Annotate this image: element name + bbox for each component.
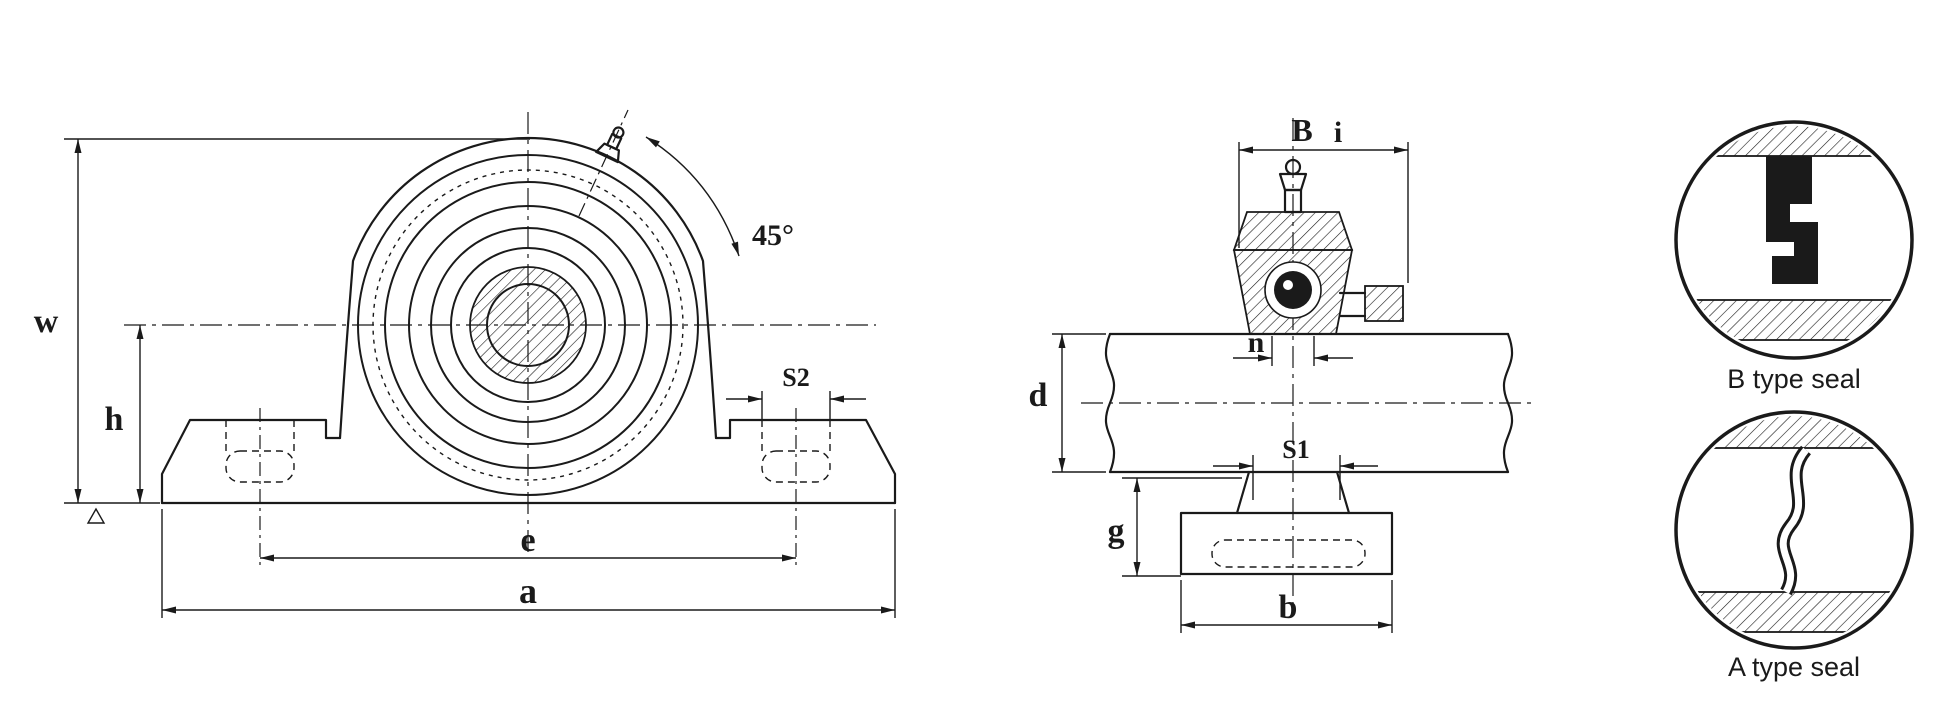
bolt-slot-right (761, 450, 831, 483)
arrowhead (782, 554, 796, 562)
dim-label-s1: S1 (1282, 435, 1309, 464)
dimension-d: d (1029, 333, 1106, 473)
bore-inner-circle (486, 283, 570, 367)
arrowhead (136, 325, 144, 339)
shaft-break-right (1502, 332, 1514, 474)
dimension-Bi: B i (1238, 112, 1409, 283)
outer-ring-od-circle (384, 181, 672, 469)
dim-label-a: a (519, 571, 537, 611)
dim-label-b: b (1279, 589, 1298, 626)
arrowhead (162, 606, 176, 614)
outer-ring-raceway-circle (408, 205, 648, 445)
bolt-slot-left (225, 450, 295, 483)
arrowhead (731, 241, 739, 256)
detail-circle-b (1674, 120, 1914, 360)
seal-groove-dashed-circle (372, 169, 684, 481)
fitting-tip (612, 126, 625, 139)
inner-ring-section (1680, 299, 1908, 341)
fitting-base (595, 142, 620, 164)
bolt-slot-side-hidden (1211, 539, 1366, 568)
arrowhead (136, 489, 144, 503)
b-seal-profile (1766, 156, 1818, 284)
seal-detail-a-type: A type seal (1674, 410, 1914, 682)
arrowhead (1239, 462, 1253, 470)
detail-circle-a (1674, 410, 1914, 650)
arrowhead (1340, 462, 1354, 470)
datum-triangle (86, 507, 106, 524)
seal-face-circle (430, 227, 626, 423)
dimension-w: w (34, 138, 530, 524)
arrowhead (748, 395, 762, 403)
dim-label-i: i (1334, 116, 1342, 149)
dim-label-e: e (520, 522, 535, 559)
arrowhead (1133, 478, 1141, 492)
dim-label-s2: S2 (782, 363, 809, 392)
dimension-h: h (105, 325, 144, 503)
angle-arc (645, 136, 740, 257)
inner-ring-face-circle (450, 247, 606, 403)
dimension-g: g (1108, 477, 1242, 577)
arrowhead (1258, 354, 1272, 362)
arrowhead (74, 489, 82, 503)
inner-ring-section (1680, 591, 1908, 633)
arrowhead (830, 395, 844, 403)
arrowhead (1133, 562, 1141, 576)
seal-caption-b: B type seal (1727, 364, 1861, 394)
dim-label-g: g (1108, 513, 1125, 550)
dimension-a: a (161, 509, 896, 618)
grease-fitting-front (595, 126, 625, 164)
arrowhead (1058, 458, 1066, 472)
housing-dome-outline (338, 136, 718, 440)
arrowhead (74, 139, 82, 153)
shaft-break-left (1104, 332, 1116, 474)
set-screw (1338, 285, 1404, 322)
dim-label-45deg: 45° (752, 219, 794, 252)
dimension-angle-45: 45° (645, 136, 794, 257)
arrowhead (646, 137, 660, 148)
dim-label-h: h (105, 401, 124, 438)
dim-label-w: w (34, 303, 59, 340)
pedestal-right-edge (1335, 470, 1351, 515)
arrowhead (1378, 621, 1392, 629)
bearing-ball (1274, 271, 1312, 309)
front-view: 45° w h S2 (34, 109, 897, 618)
arrowhead (1058, 334, 1066, 348)
dimension-b: b (1180, 580, 1393, 633)
dimension-n: n (1233, 326, 1353, 366)
base-block-side (1179, 511, 1394, 576)
arrowhead (1239, 146, 1253, 154)
shaft (1104, 332, 1514, 474)
housing-bore-circle (357, 154, 699, 496)
dim-label-n: n (1248, 326, 1265, 359)
fitting-axis-line (578, 109, 629, 217)
arrowhead (1314, 354, 1328, 362)
outer-ring-section (1680, 126, 1908, 157)
dimension-s2: S2 (726, 363, 866, 419)
arrowhead (260, 554, 274, 562)
seal-caption-a: A type seal (1728, 652, 1860, 682)
arrowhead (1181, 621, 1195, 629)
pedestal-left-edge (1235, 470, 1251, 515)
base-right-profile (714, 418, 897, 505)
dim-label-d: d (1029, 377, 1048, 414)
ball-highlight (1283, 280, 1293, 290)
arrowhead (881, 606, 895, 614)
set-screw-boss (1364, 285, 1404, 322)
arrowhead (1394, 146, 1408, 154)
dim-label-B: B (1291, 112, 1312, 148)
a-seal-profile-inner (1779, 447, 1809, 594)
side-view: B i d n S (1029, 112, 1532, 633)
housing-top-boss-section (1232, 211, 1354, 251)
seal-detail-b-type: B type seal (1674, 120, 1914, 394)
dimension-s1: S1 (1213, 435, 1378, 500)
base-left-profile (160, 418, 342, 505)
dimension-e: e (260, 522, 796, 562)
